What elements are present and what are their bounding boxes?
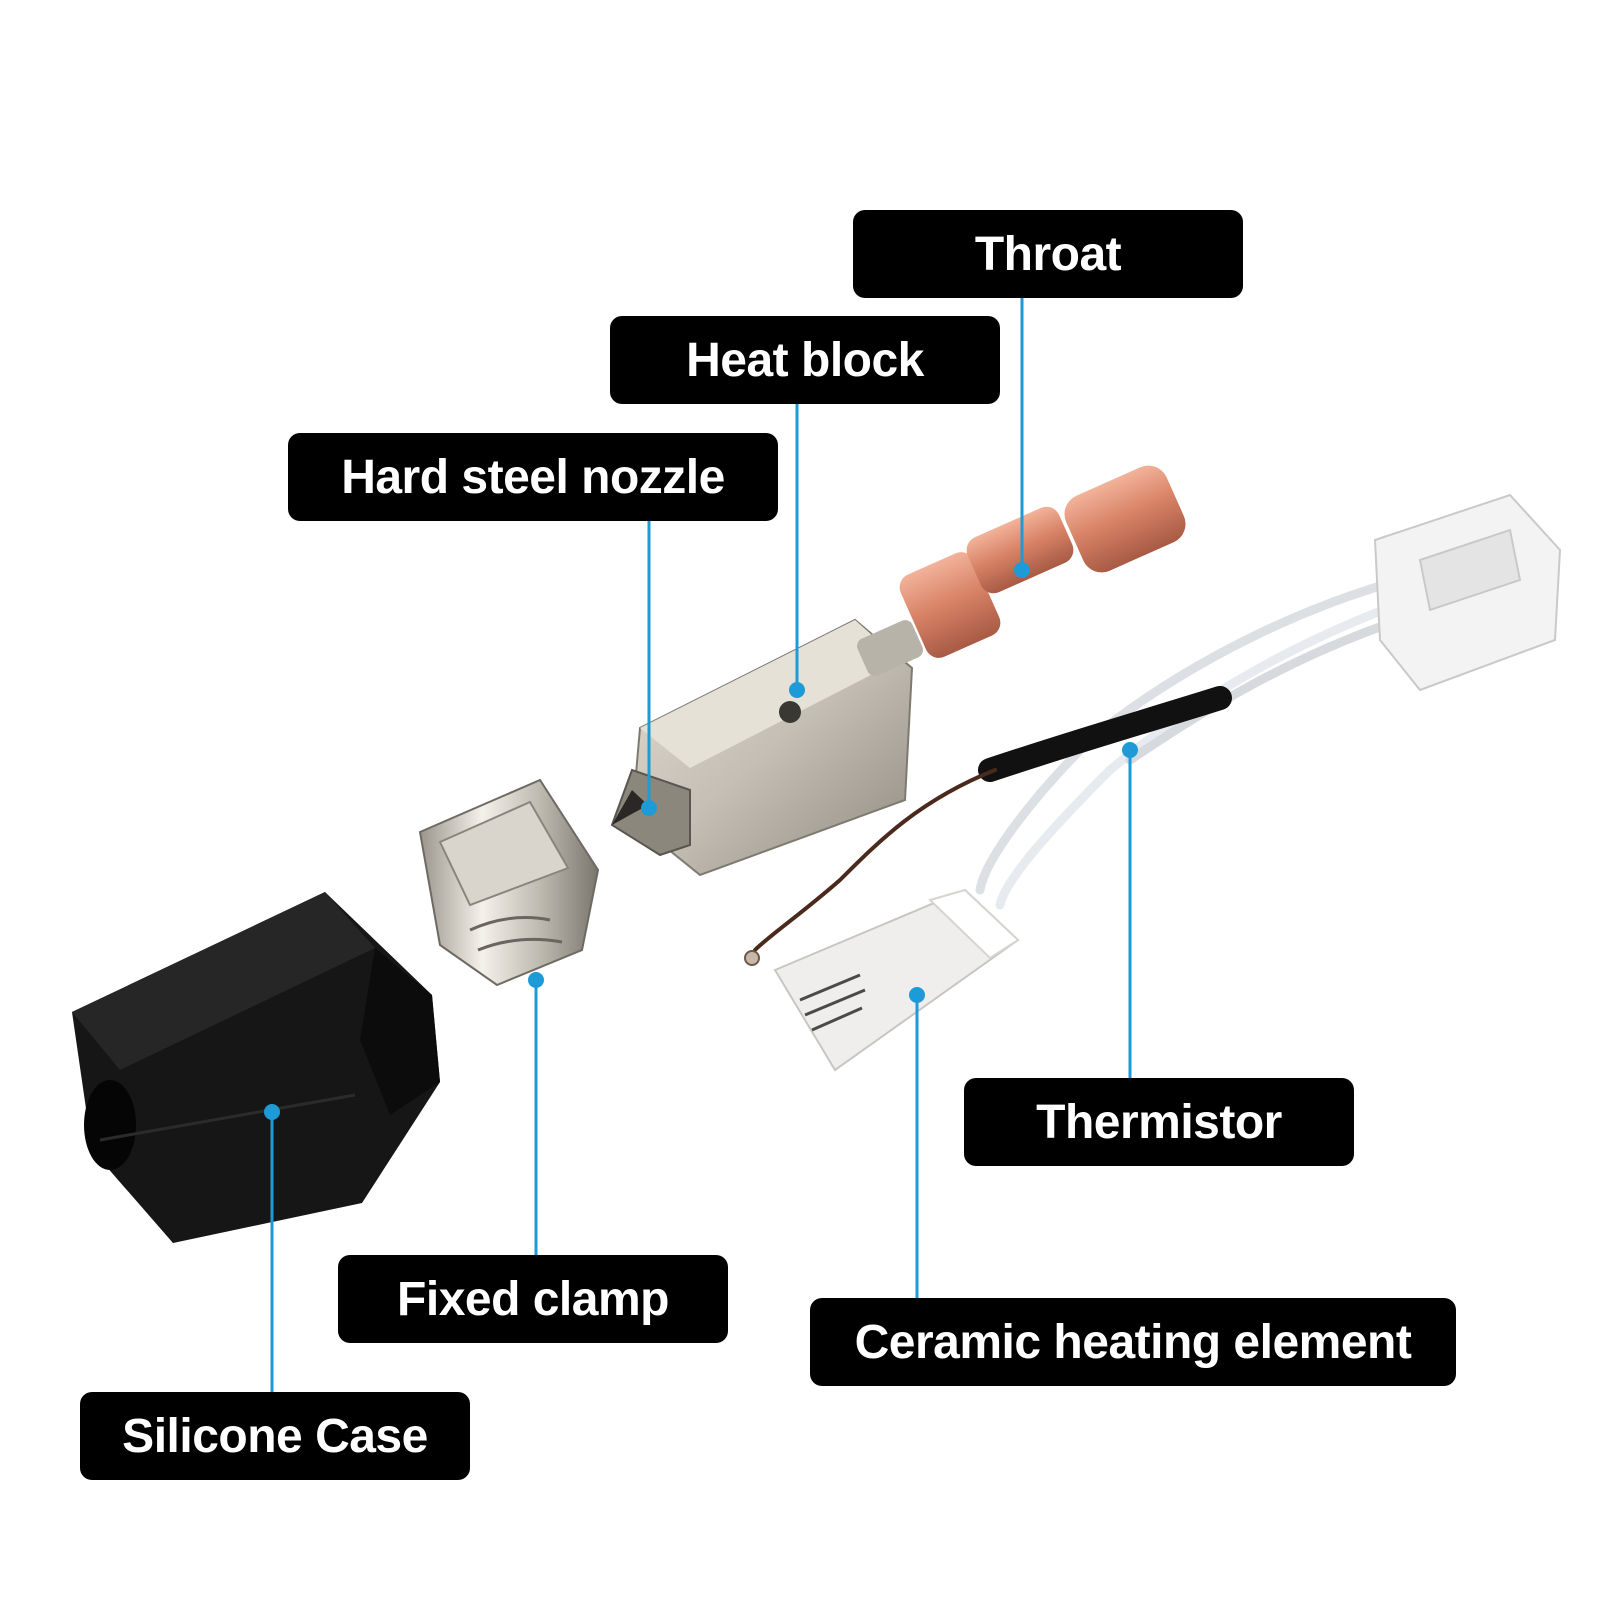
leader-dot-ceramic-heater <box>909 987 925 1003</box>
label-nozzle: Hard steel nozzle <box>288 433 778 521</box>
ceramic-heater-part <box>773 888 1020 1072</box>
label-heat-block: Heat block <box>610 316 1000 404</box>
label-throat: Throat <box>853 210 1243 298</box>
leader-dot-heat-block <box>789 682 805 698</box>
wires-part <box>744 575 1415 966</box>
label-thermistor: Thermistor <box>964 1078 1354 1166</box>
label-silicone-case: Silicone Case <box>80 1392 470 1480</box>
silicone-case-part <box>72 892 440 1243</box>
connector-part <box>1373 493 1562 692</box>
label-fixed-clamp-text: Fixed clamp <box>397 1272 669 1326</box>
label-nozzle-text: Hard steel nozzle <box>341 450 725 504</box>
leader-dot-nozzle <box>641 800 657 816</box>
throat-part <box>857 465 1186 676</box>
leader-lines <box>264 298 1138 1392</box>
label-silicone-case-text: Silicone Case <box>122 1409 428 1463</box>
label-ceramic-heater: Ceramic heating element <box>810 1298 1456 1386</box>
label-fixed-clamp: Fixed clamp <box>338 1255 728 1343</box>
label-ceramic-heater-text: Ceramic heating element <box>854 1315 1412 1369</box>
leader-dot-thermistor <box>1122 742 1138 758</box>
label-heat-block-text: Heat block <box>686 333 924 387</box>
label-thermistor-text: Thermistor <box>1036 1095 1282 1149</box>
leader-dot-silicone-case <box>264 1104 280 1120</box>
leader-dot-throat <box>1014 562 1030 578</box>
fixed-clamp-part <box>418 778 600 987</box>
label-throat-text: Throat <box>974 227 1122 281</box>
leader-dot-clamp <box>528 972 544 988</box>
heat-block-part <box>610 618 914 877</box>
